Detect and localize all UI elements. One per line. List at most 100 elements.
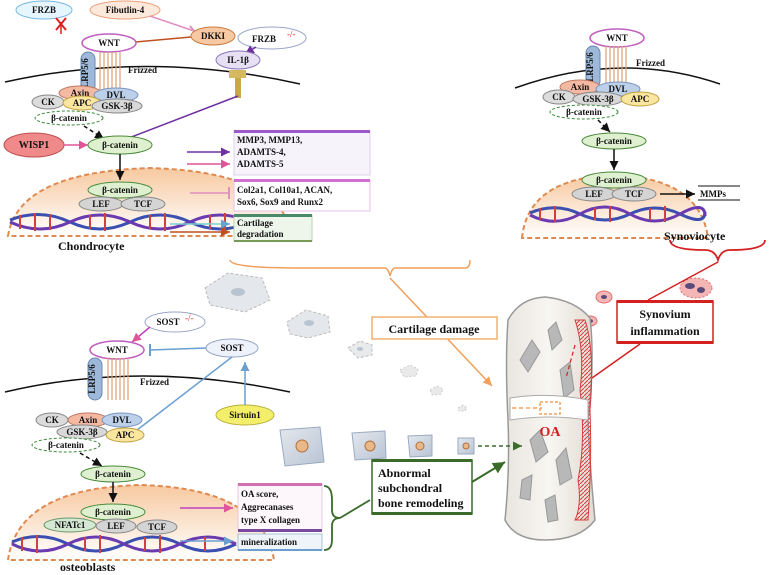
- apc-node: [620, 91, 660, 107]
- lef-label: LEF: [92, 199, 110, 209]
- dkk1-label: DKKI: [201, 31, 226, 41]
- oa-score-line1: OA score,: [241, 489, 278, 499]
- chondrocyte-membrane: [4, 65, 301, 85]
- mmp-output-line2: ADAMTS-4,: [237, 147, 286, 157]
- tcf-label: TCF: [148, 522, 167, 532]
- frzb-knockout-mark: -/-: [287, 29, 296, 39]
- mmp-output-line1: MMP3, MMP13,: [237, 135, 302, 145]
- chondrocyte-panel: FRZB Fibutlin-4 DKKI FRZB -/- IL-1β WNT …: [3, 0, 471, 277]
- sost-knockout-label: SOST: [156, 317, 179, 327]
- frzb-knockout-node: [237, 26, 307, 50]
- sost-label: SOST: [220, 343, 243, 353]
- osteoblast-title: osteoblasts: [60, 560, 116, 574]
- osteoblast-brace: [323, 485, 341, 551]
- lrp56-receptor: [87, 357, 103, 401]
- frizzled-label: Frizzed: [636, 58, 665, 68]
- dna-helix-icon: [11, 535, 237, 553]
- il1b-node: [215, 50, 261, 70]
- tcf-label: TCF: [625, 189, 644, 199]
- chondrocyte-cells-icon: [204, 272, 468, 412]
- dna-helix-icon: [529, 205, 707, 223]
- fibulin4-node: [89, 0, 161, 20]
- beta-catenin-label: β-catenin: [95, 469, 131, 479]
- tcf-node: [120, 196, 166, 212]
- beta-catenin-label: β-catenin: [596, 136, 632, 146]
- beta-catenin-degraded-node: [549, 104, 619, 120]
- synoviocyte-membrane: [514, 67, 721, 89]
- synoviocyte-title: Synoviocyte: [664, 229, 726, 243]
- wnt-label: WNT: [606, 33, 628, 43]
- cartilage-damage-box: [371, 316, 498, 340]
- frzb-node: [15, 0, 73, 20]
- mineralization-label: mineralization: [241, 537, 297, 547]
- tcf-node: [611, 186, 657, 202]
- subchondral-box: [371, 459, 473, 515]
- dvl-node: [101, 412, 143, 428]
- axin-label: Axin: [79, 415, 98, 425]
- mmp-output-line3: ADAMTS-5: [237, 159, 284, 169]
- sost-knockout-node: [144, 311, 206, 333]
- wnt-node: [81, 33, 137, 53]
- wisp1-label: WISP1: [19, 140, 50, 151]
- dvl-label: DVL: [106, 90, 125, 100]
- wnt-node: [589, 28, 645, 48]
- subchondral-line2: subchondral: [378, 481, 443, 495]
- osteoblast-membrane: [4, 375, 291, 393]
- gsk3b-label: GSK-3β: [101, 101, 133, 111]
- lef-label: LEF: [585, 189, 603, 199]
- mmps-label: MMPs: [700, 189, 726, 199]
- beta-catenin-degraded-label: β-catenin: [566, 107, 602, 117]
- gsk3b-label: GSK-3β: [582, 94, 614, 104]
- frizzled-receptor: [107, 358, 129, 400]
- oa-score-line2: Aggrecanases: [241, 502, 294, 512]
- dvl-label: DVL: [608, 84, 627, 94]
- sost-knockout-mark: -/-: [185, 313, 194, 323]
- frizzled-receptor: [605, 46, 627, 88]
- frizzled-receptor: [99, 52, 121, 92]
- fibulin4-label: Fibutlin-4: [106, 5, 145, 15]
- beta-catenin-degraded-label: β-catenin: [48, 440, 84, 450]
- gsk3b-node: [91, 98, 143, 114]
- tcf-label: TCF: [134, 199, 153, 209]
- subchondral-line3: bone remodeling: [378, 496, 463, 510]
- osteoblast-cells-icon: [279, 426, 475, 467]
- frizzled-label: Frizzed: [140, 377, 169, 387]
- oa-score-line3: type X collagen: [241, 515, 300, 525]
- beta-catenin-nuclear-label: β-catenin: [596, 175, 632, 185]
- il1b-receptor: [229, 70, 246, 78]
- ck-label: CK: [552, 92, 566, 102]
- ck-label: CK: [41, 97, 55, 107]
- chondrocyte-title: Chondrocyte: [58, 239, 125, 253]
- frzb-label: FRZB: [32, 5, 56, 15]
- dvl-label: DVL: [112, 415, 131, 425]
- beta-catenin-degraded-label: β-catenin: [51, 113, 87, 123]
- apc-label: APC: [73, 98, 92, 108]
- beta-catenin-label: β-catenin: [102, 140, 138, 150]
- nfatc1-label: NFATc1: [55, 520, 86, 530]
- cartilage-damage-label: Cartilage damage: [389, 322, 481, 336]
- ck-label: CK: [45, 415, 59, 425]
- dna-helix-icon: [9, 213, 251, 231]
- axin-label: Axin: [71, 88, 90, 98]
- osteoblast-panel: SOST -/- SOST Sirtuin1 WNT LRP5/6 Frizze…: [4, 311, 341, 574]
- frizzled-label: Frizzed: [128, 65, 157, 75]
- oa-score-box: [237, 483, 323, 531]
- wnt-label: WNT: [106, 345, 128, 355]
- il1b-label: IL-1β: [227, 55, 249, 65]
- chondrocyte-brace: [229, 259, 471, 277]
- frzb-knockout-label: FRZB: [252, 34, 276, 44]
- synovium-inflammation-line1: Synovium: [639, 307, 690, 321]
- lef-node: [95, 518, 137, 534]
- synoviocyte-brace: [669, 239, 766, 264]
- wnt-label: WNT: [98, 38, 120, 48]
- apc-node: [105, 427, 145, 443]
- dkk1-node: [190, 26, 236, 46]
- lrp56-label: LRP5/6: [80, 58, 90, 88]
- synovium-inflammation-line2: inflammation: [630, 324, 700, 338]
- matrix-gene-line1: Col2a1, Col10a1, ACAN,: [237, 185, 332, 195]
- beta-catenin-nuclear-label: β-catenin: [102, 185, 138, 195]
- mmp-output-box: [233, 130, 371, 176]
- axin-label: Axin: [571, 82, 590, 92]
- gsk3b-label: GSK-3β: [66, 427, 98, 437]
